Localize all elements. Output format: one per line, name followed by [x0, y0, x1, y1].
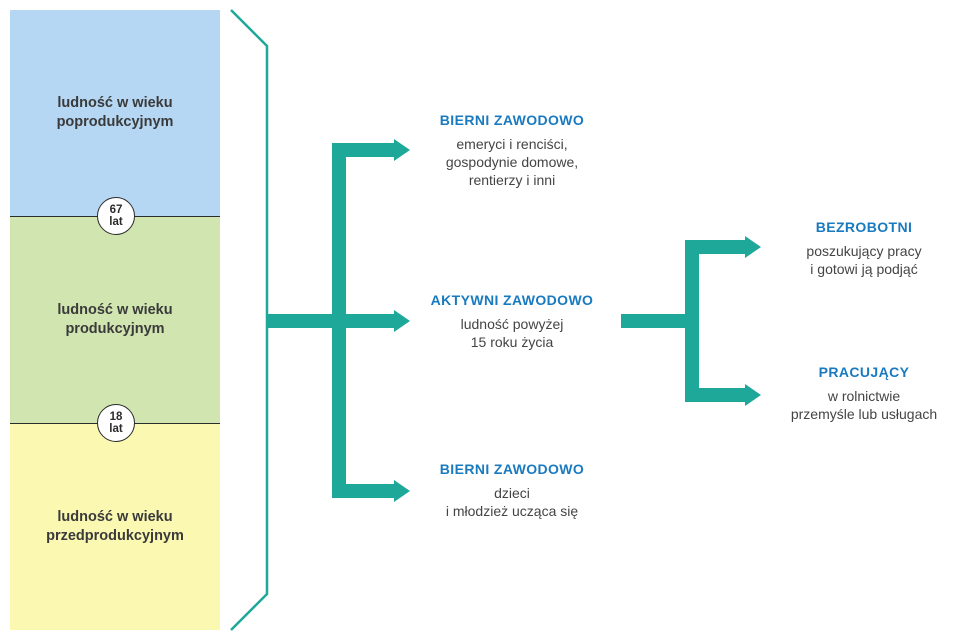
arrow-shaft-lower-right: [685, 388, 747, 402]
age-badge-67: 67 lat: [97, 197, 135, 235]
node-employed-line-2: przemyśle lub usługach: [790, 406, 938, 422]
node-inactive-retired-line-3: rentierzy i inni: [468, 172, 556, 188]
node-active: AKTYWNI ZAWODOWO ludność powyżej 15 roku…: [402, 291, 622, 351]
node-active-title: AKTYWNI ZAWODOWO: [430, 292, 594, 308]
band-productive-line-2: produkcyjnym: [65, 321, 165, 337]
brace-bracket: [230, 9, 269, 631]
arrow-shaft-upper-right: [685, 240, 747, 254]
node-unemployed-line-1: poszukujący pracy: [806, 243, 922, 259]
age-badge-18-number: 18: [109, 411, 123, 423]
age-badge-18-unit: lat: [109, 423, 123, 435]
age-badge-67-unit: lat: [109, 216, 123, 228]
node-inactive-retired-line-1: emeryci i renciści,: [456, 136, 568, 152]
node-inactive-retired-line-2: gospodynie domowe,: [445, 154, 579, 170]
band-pre-productive: ludność w wieku przedprodukcyjnym: [10, 424, 220, 630]
arrow-head-top: [394, 139, 410, 161]
node-active-line-1: ludność powyżej: [460, 316, 564, 332]
node-inactive-youth: BIERNI ZAWODOWO dzieci i młodzież ucząca…: [412, 460, 612, 520]
age-badge-18: 18 lat: [97, 404, 135, 442]
arrow-head-middle: [394, 310, 410, 332]
branch-stem-left: [267, 314, 339, 328]
node-employed-title: PRACUJĄCY: [818, 364, 910, 380]
node-employed: PRACUJĄCY w rolnictwie przemyśle lub usł…: [770, 363, 958, 423]
node-inactive-youth-line-2: i młodzież ucząca się: [445, 503, 579, 519]
band-productive-line-1: ludność w wieku: [57, 302, 173, 318]
node-unemployed-title: BEZROBOTNI: [815, 219, 913, 235]
arrow-head-lower-right: [745, 384, 761, 406]
arrow-shaft-middle: [346, 314, 396, 328]
band-productive: ludność w wieku produkcyjnym: [10, 217, 220, 423]
node-unemployed: BEZROBOTNI poszukujący pracy i gotowi ją…: [770, 218, 958, 278]
node-inactive-youth-title: BIERNI ZAWODOWO: [439, 461, 585, 477]
arrow-head-upper-right: [745, 236, 761, 258]
age-badge-67-number: 67: [109, 204, 123, 216]
branch-trunk-right: [685, 240, 699, 402]
band-pre-productive-line-1: ludność w wieku: [57, 509, 173, 525]
node-inactive-youth-line-1: dzieci: [494, 485, 530, 501]
arrow-shaft-bottom: [332, 484, 396, 498]
arrow-shaft-top: [332, 143, 396, 157]
node-inactive-retired: BIERNI ZAWODOWO emeryci i renciści, gosp…: [412, 111, 612, 189]
node-employed-line-1: w rolnictwie: [827, 388, 901, 404]
band-post-productive-line-2: poprodukcyjnym: [56, 114, 174, 130]
arrow-head-bottom: [394, 480, 410, 502]
band-pre-productive-line-2: przedprodukcyjnym: [46, 528, 184, 544]
node-inactive-retired-title: BIERNI ZAWODOWO: [439, 112, 585, 128]
band-post-productive: ludność w wieku poprodukcyjnym: [10, 10, 220, 216]
band-post-productive-line-1: ludność w wieku: [57, 95, 173, 111]
branch-trunk-left: [332, 143, 346, 498]
node-unemployed-line-2: i gotowi ją podjąć: [810, 261, 918, 277]
branch-stem-right: [621, 314, 692, 328]
node-active-line-2: 15 roku życia: [470, 334, 554, 350]
